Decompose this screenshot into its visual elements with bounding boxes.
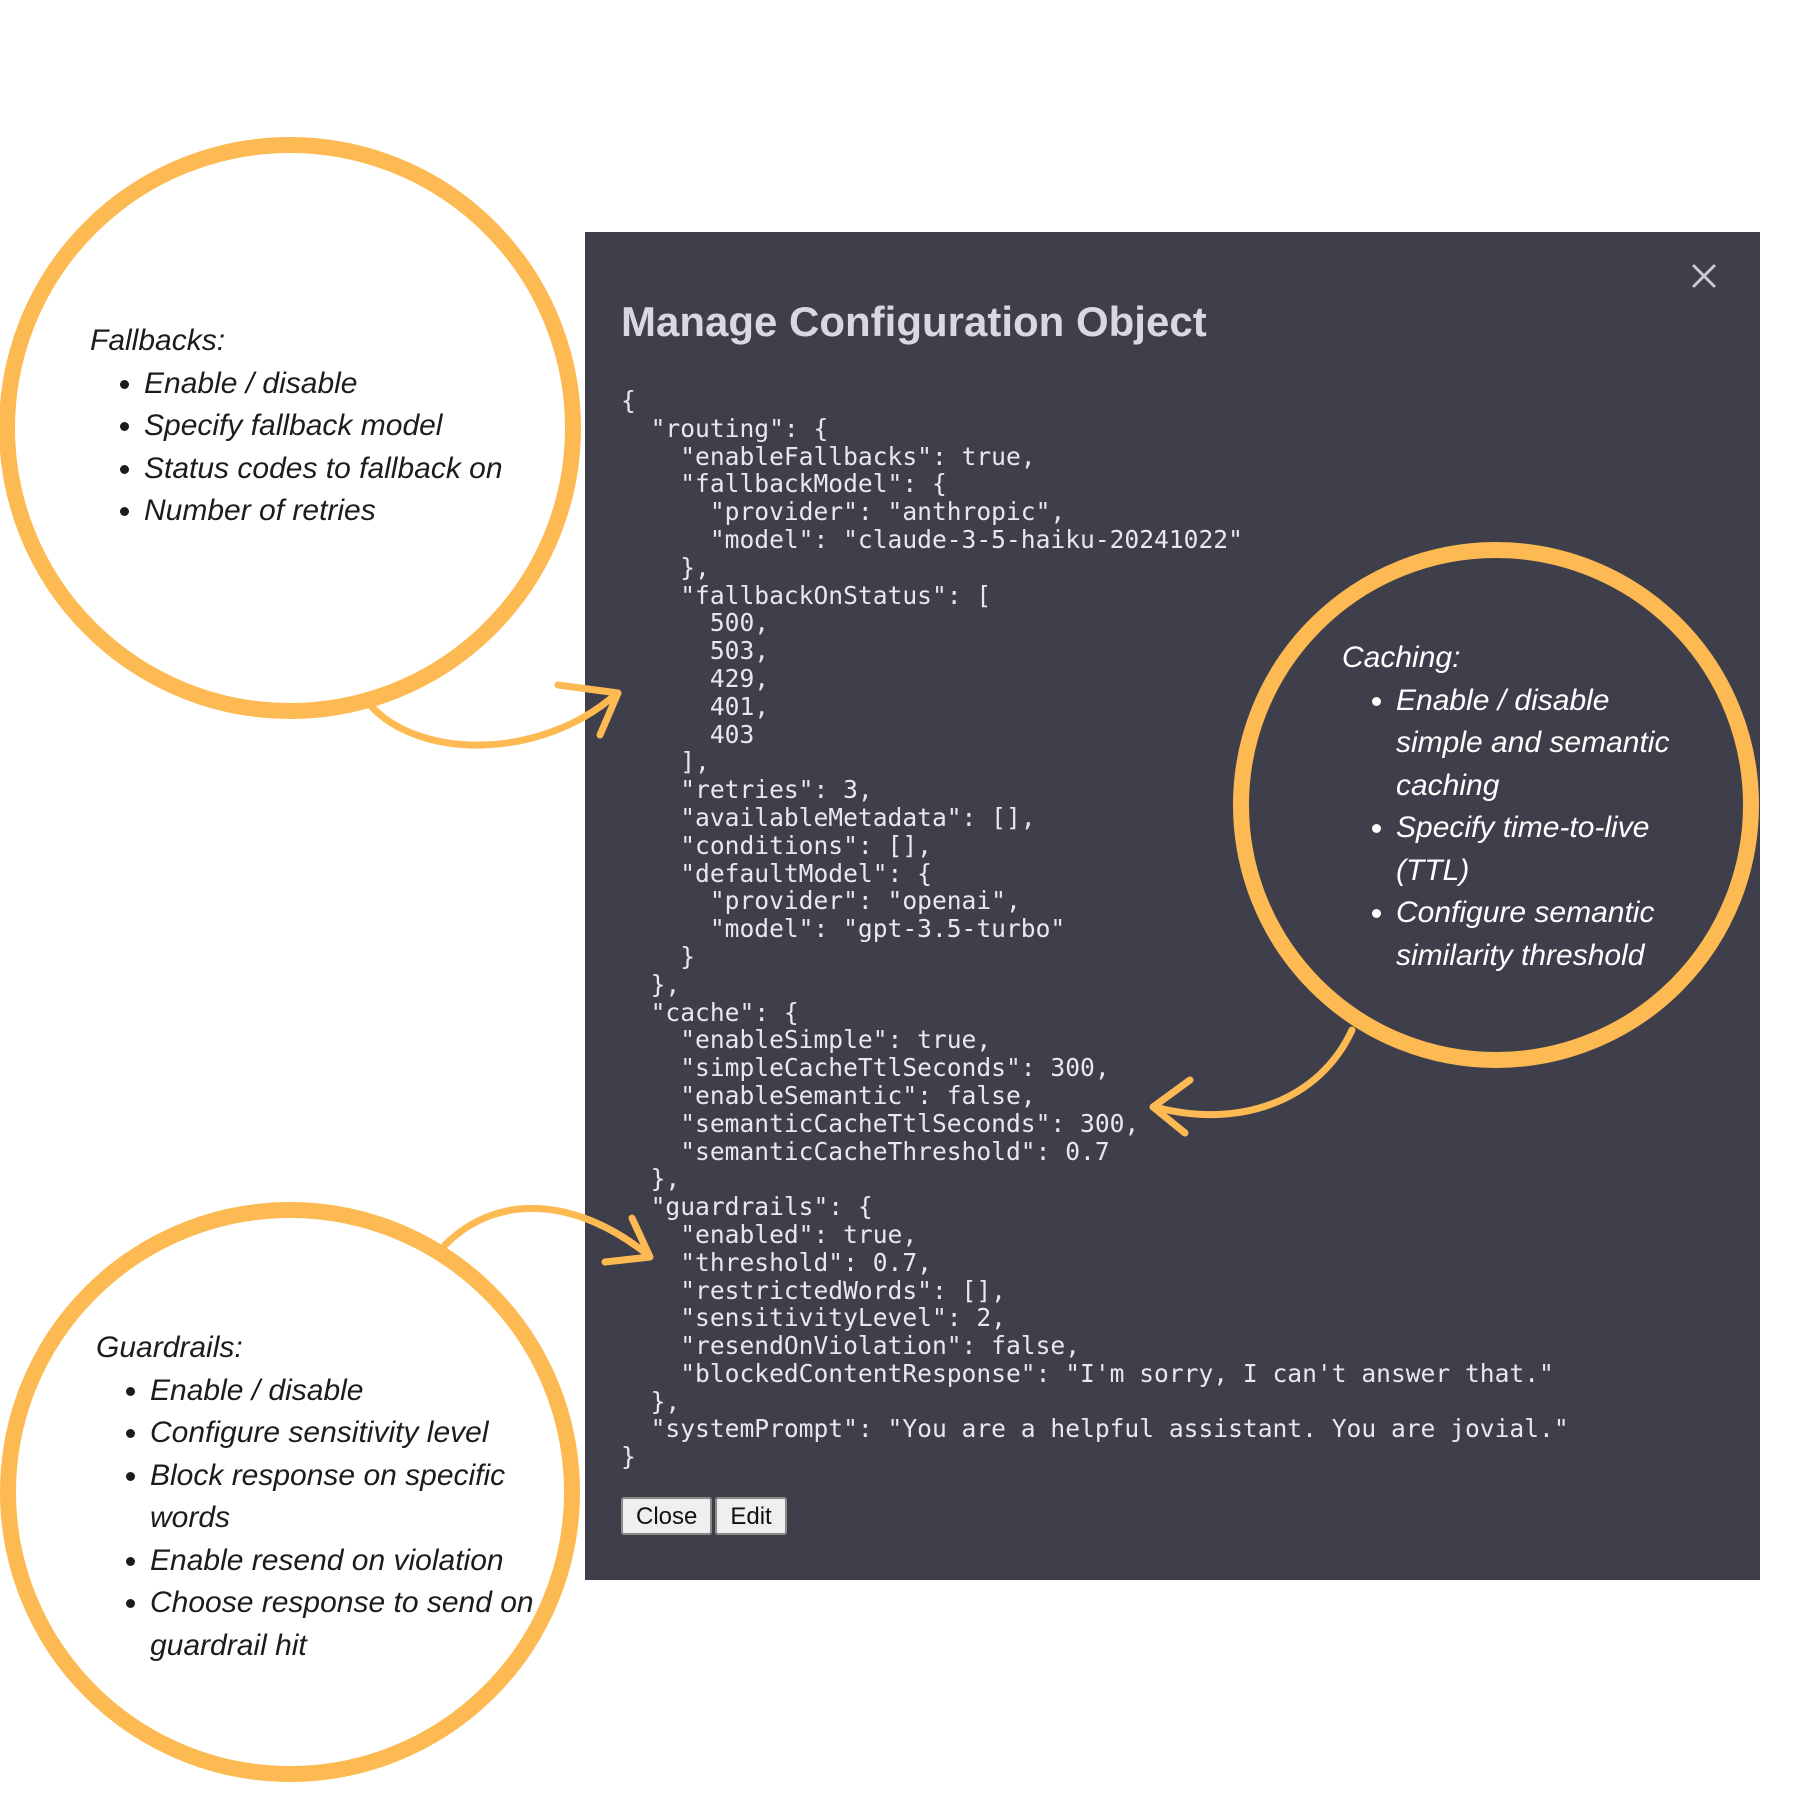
list-item: Configure sensitivity level (150, 1412, 546, 1455)
guardrails-callout: Guardrails: Enable / disable Configure s… (96, 1327, 546, 1667)
modal-close-button[interactable] (1682, 254, 1726, 298)
list-item: Specify time-to-live (TTL) (1396, 807, 1672, 892)
list-item: Enable resend on violation (150, 1540, 546, 1583)
caching-callout-list: Enable / disable simple and semantic cac… (1342, 680, 1672, 978)
list-item: Specify fallback model (144, 405, 550, 448)
fallbacks-callout-list: Enable / disable Specify fallback model … (90, 363, 550, 533)
modal-actions: Close Edit (621, 1497, 787, 1535)
config-json-code: { "routing": { "enableFallbacks": true, … (621, 386, 1569, 1472)
close-x-icon (1692, 264, 1716, 288)
list-item: Enable / disable (150, 1370, 546, 1413)
modal-title: Manage Configuration Object (621, 298, 1207, 345)
fallbacks-callout: Fallbacks: Enable / disable Specify fall… (90, 320, 550, 533)
list-item: Status codes to fallback on (144, 448, 550, 491)
fallbacks-callout-title: Fallbacks: (90, 324, 226, 357)
caching-callout: Caching: Enable / disable simple and sem… (1342, 637, 1672, 977)
guardrails-callout-title: Guardrails: (96, 1331, 243, 1364)
list-item: Enable / disable simple and semantic cac… (1396, 680, 1672, 808)
list-item: Number of retries (144, 490, 550, 533)
caching-callout-title: Caching: (1342, 641, 1461, 674)
list-item: Block response on specific words (150, 1455, 546, 1540)
list-item: Choose response to send on guardrail hit (150, 1582, 546, 1667)
guardrails-callout-list: Enable / disable Configure sensitivity l… (96, 1370, 546, 1668)
list-item: Enable / disable (144, 363, 550, 406)
fallbacks-arrow (366, 681, 622, 749)
close-button[interactable]: Close (621, 1497, 713, 1535)
edit-button[interactable]: Edit (715, 1497, 787, 1535)
list-item: Configure semantic similarity threshold (1396, 892, 1672, 977)
